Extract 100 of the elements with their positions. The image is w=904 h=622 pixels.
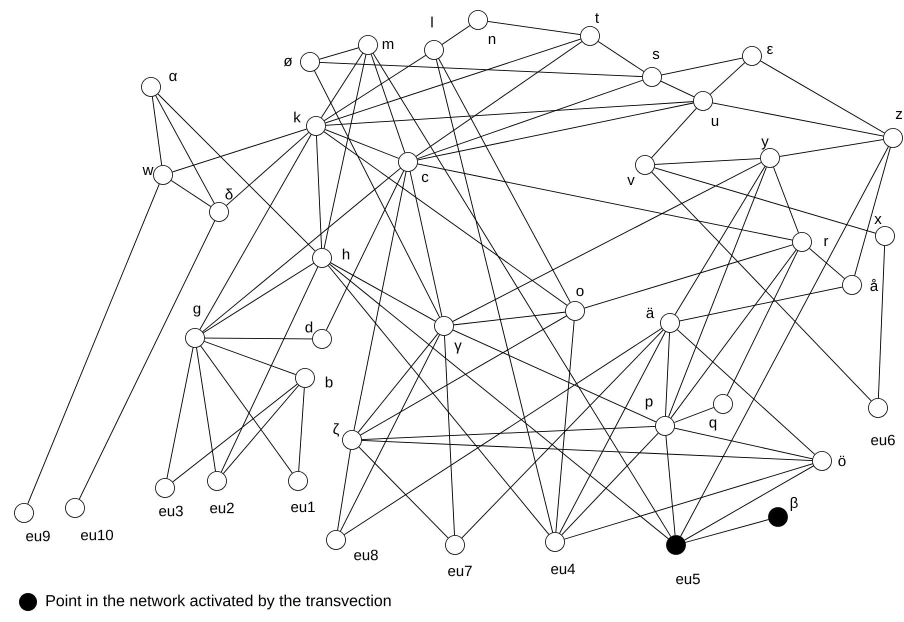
node-label: s [652, 50, 660, 60]
connection-line [204, 338, 313, 340]
node-label: m [382, 40, 394, 50]
connection-line [674, 407, 714, 423]
connection-line [344, 328, 662, 536]
connection-line [461, 330, 664, 538]
connection-line [676, 329, 816, 455]
node-label: d [305, 322, 312, 332]
connection-line [410, 171, 442, 317]
connection-line [674, 166, 766, 315]
node-label: ö [838, 456, 846, 466]
connection-line [337, 449, 351, 531]
connection-line [340, 334, 440, 532]
connection-line [220, 266, 318, 472]
connection-line [674, 428, 813, 460]
connection-line [324, 54, 366, 249]
node-label: ø [284, 58, 292, 66]
node-label: eu2 [210, 502, 234, 514]
node-label: o [576, 288, 584, 296]
connection-line [564, 463, 813, 540]
connection-line [670, 249, 797, 418]
connection-line [651, 108, 697, 158]
node-label: eu6 [871, 434, 895, 446]
connection-line [324, 54, 426, 122]
connection-line [314, 70, 440, 318]
connection-line [555, 320, 575, 533]
connection-line [559, 331, 666, 534]
connection-line [152, 96, 162, 166]
node-label: γ [454, 342, 462, 354]
connection-line [354, 171, 406, 431]
connection-line [324, 129, 400, 159]
connection-line [172, 128, 308, 172]
connection-line [654, 158, 761, 165]
connection-line [773, 166, 799, 234]
connection-line [654, 167, 876, 234]
connection-line [172, 384, 298, 482]
node-label: n [488, 36, 496, 44]
connection-line [200, 346, 293, 474]
connection-line [710, 62, 746, 95]
node-label: t [595, 13, 599, 23]
node-label: p [646, 398, 653, 410]
connection-line [438, 58, 571, 303]
node-label: ä [646, 308, 654, 318]
node-label: x [874, 216, 882, 224]
node-label: α [169, 72, 177, 82]
connection-line [444, 335, 455, 536]
connection-line [436, 59, 554, 533]
connection-line [584, 244, 793, 309]
connection-line [222, 385, 300, 474]
connection-line [320, 52, 364, 118]
connection-line [319, 62, 643, 77]
connection-line [361, 426, 656, 440]
node-label: eu7 [448, 566, 472, 576]
connection-line [325, 101, 694, 126]
node-label: å [870, 278, 878, 292]
node-label: q [709, 419, 716, 431]
node-label: z [896, 111, 902, 119]
node-label: w [142, 167, 154, 175]
connection-line [170, 180, 212, 207]
connection-line [760, 60, 885, 134]
node-label: eu3 [159, 506, 183, 516]
node-label: eu4 [551, 564, 576, 574]
connection-line [598, 41, 644, 72]
node-label: u [712, 118, 718, 126]
connection-line [202, 262, 314, 334]
connection-line [155, 95, 215, 204]
connection-line [358, 333, 438, 433]
connection-line [358, 446, 449, 538]
connection-line [328, 265, 550, 535]
connection-line [324, 131, 568, 306]
connection-line [668, 166, 767, 418]
connection-line [199, 134, 312, 330]
connection-line [329, 264, 669, 540]
connection-line [452, 330, 656, 422]
connection-line [330, 262, 436, 322]
connection-line [684, 465, 814, 540]
legend-text: Point in the network activated by the transvection [46, 594, 391, 610]
connection-line [453, 312, 566, 326]
connection-line [665, 435, 676, 536]
node-label: r [824, 238, 828, 246]
node-label: eu1 [291, 502, 315, 512]
node-label: g [193, 305, 200, 317]
connection-line [452, 162, 762, 322]
connection-line [685, 519, 769, 543]
connection-line [196, 347, 216, 472]
connection-line [416, 41, 582, 157]
node-label: c [422, 174, 428, 182]
connection-line [561, 432, 659, 536]
connection-line [158, 94, 316, 252]
connection-line [226, 132, 310, 206]
connection-line [361, 440, 813, 461]
connection-line [370, 54, 406, 154]
connection-line [660, 80, 694, 98]
node-label: k [294, 112, 301, 122]
connection-line [417, 102, 694, 160]
connection-line [779, 139, 884, 157]
node-label: δ [225, 188, 233, 200]
connection-line [487, 20, 581, 36]
connection-line [878, 245, 886, 399]
node-label: l [431, 16, 433, 28]
